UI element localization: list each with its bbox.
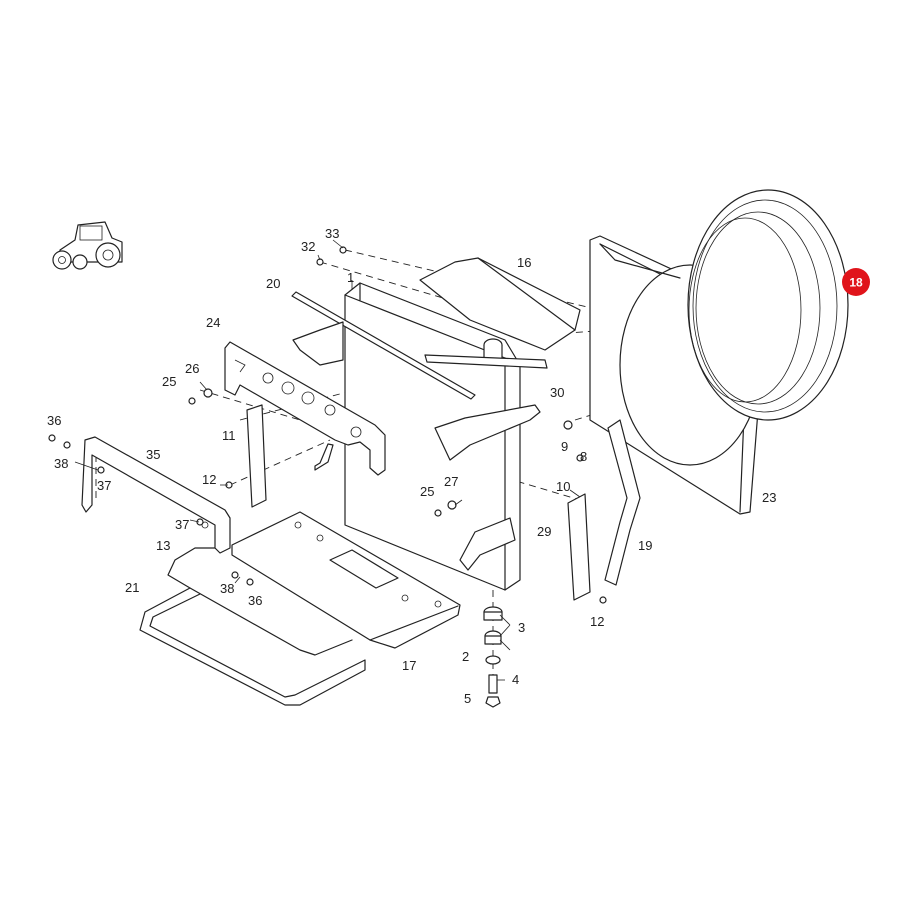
- callout-32: 32: [301, 239, 315, 254]
- callout-3: 3: [518, 620, 525, 635]
- leader-lines: [74, 239, 581, 681]
- callout-12-left: 12: [202, 472, 216, 487]
- callout-10: 10: [556, 479, 570, 494]
- callout-17: 17: [402, 658, 416, 673]
- left-upper-bracket: [292, 321, 344, 366]
- callout-labels: 1 2 3 4 5 8 9 10 11 12 12 13 16 17 19 20…: [47, 226, 776, 706]
- callout-21: 21: [125, 580, 139, 595]
- callout-36-upper: 36: [47, 413, 61, 428]
- mounting-stack: [483, 606, 503, 708]
- callout-20: 20: [266, 276, 280, 291]
- side-strip-10: [567, 493, 591, 601]
- callout-23: 23: [762, 490, 776, 505]
- side-strip-11: [246, 404, 267, 508]
- lower-bracket-29: [459, 517, 516, 571]
- front-frame-24: [224, 341, 386, 476]
- callout-13: 13: [156, 538, 170, 553]
- callout-4: 4: [512, 672, 519, 687]
- callout-5: 5: [464, 691, 471, 706]
- upper-shroud-panel-16: [419, 257, 581, 351]
- highlight-badge[interactable]: [842, 268, 870, 296]
- callout-25-lower: 25: [420, 484, 434, 499]
- callout-30: 30: [550, 385, 564, 400]
- tractor-icon: [52, 221, 123, 270]
- left-bracket-35: [81, 436, 231, 554]
- rod-13: [167, 547, 353, 656]
- right-bracket-30: [434, 404, 541, 461]
- callout-18-badge[interactable]: 18: [842, 268, 870, 296]
- callout-36-lower: 36: [248, 593, 262, 608]
- callout-25-upper: 25: [162, 374, 176, 389]
- callout-18[interactable]: 18: [849, 276, 863, 290]
- bottom-plate-17: [231, 511, 461, 649]
- callout-24: 24: [206, 315, 220, 330]
- callout-12-right: 12: [590, 614, 604, 629]
- callout-16: 16: [517, 255, 531, 270]
- small-bracket-left: [314, 443, 334, 471]
- callout-9: 9: [561, 439, 568, 454]
- callout-2: 2: [462, 649, 469, 664]
- callout-1: 1: [347, 270, 354, 285]
- hardware-bolts: [48, 246, 607, 604]
- callout-26: 26: [185, 361, 199, 376]
- callout-38-upper: 38: [54, 456, 68, 471]
- fan-ring-18: [687, 189, 849, 421]
- callout-29: 29: [537, 524, 551, 539]
- callout-27: 27: [444, 474, 458, 489]
- callout-37-lower: 37: [175, 517, 189, 532]
- callout-8: 8: [580, 449, 587, 464]
- callout-33: 33: [325, 226, 339, 241]
- callout-35: 35: [146, 447, 160, 462]
- callout-19: 19: [638, 538, 652, 553]
- top-bar-20: [291, 291, 476, 400]
- callout-11: 11: [222, 428, 236, 443]
- radiator-top-strip: [424, 354, 548, 369]
- loop-21: [139, 587, 366, 706]
- callout-38-lower: 38: [220, 581, 234, 596]
- seal-strip-19: [604, 419, 641, 586]
- callout-37-upper: 37: [97, 478, 111, 493]
